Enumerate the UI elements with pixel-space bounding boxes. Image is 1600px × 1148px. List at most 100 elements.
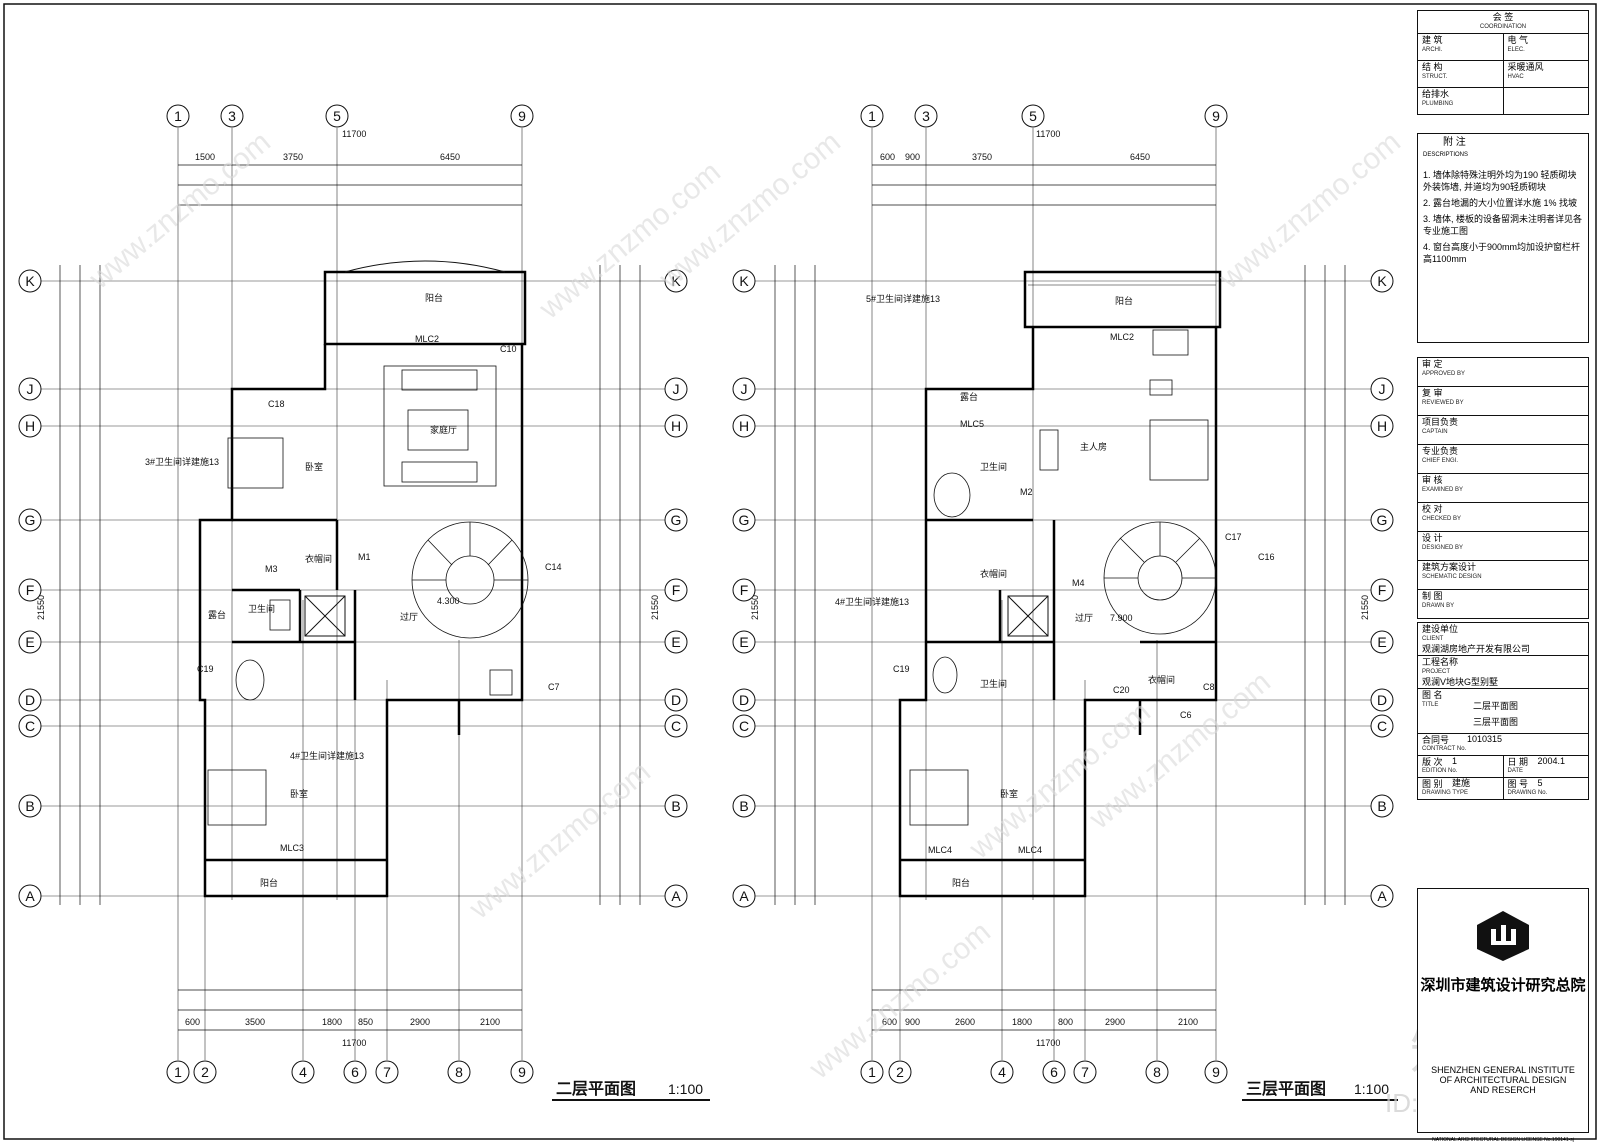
left-row-bubble-r-C-label: C — [671, 718, 681, 734]
left-room-label: 过厅 — [400, 611, 418, 622]
third-floor-plan — [738, 128, 1390, 1060]
right-opening-label: 5#卫生间详建施13 — [866, 293, 940, 304]
date-value: 2004.1 — [1537, 756, 1566, 766]
left-opening-label: 4#卫生间详建施13 — [290, 750, 364, 761]
left-row-bubble-r-G-label: G — [671, 512, 682, 528]
left-row-bubble-r-H — [664, 414, 688, 438]
organization-en-3: AND RESERCH — [1470, 1085, 1536, 1095]
right-opening-label: C19 — [893, 664, 910, 674]
left-row-bubble-l-H — [18, 414, 42, 438]
left-room-label: 家庭厅 — [430, 424, 457, 435]
left-row-bubble-r-D — [664, 688, 688, 712]
approval-label-en: CHIEF ENGI. — [1422, 458, 1459, 464]
right-col-bubble-top-9 — [1204, 104, 1228, 128]
organization-logo — [1477, 911, 1529, 961]
left-row-bubble-l-G-label: G — [25, 512, 36, 528]
left-col-bubble-bottom-4-label: 4 — [299, 1064, 307, 1080]
right-opening-label: C20 — [1113, 685, 1130, 695]
design-license: NATIONAL ARCHITECTURAL DESIGN LICENSE No… — [1432, 1137, 1574, 1143]
left-beds — [207, 437, 284, 826]
right-opening-label: C8 — [1203, 682, 1215, 692]
approval-label: 制 图 — [1422, 591, 1443, 601]
right-bottom-dim: 2600 — [955, 1017, 975, 1027]
right-bottom-dim: 1800 — [1012, 1017, 1032, 1027]
right-col-bubble-top-3 — [914, 104, 938, 128]
right-row-bubble-l-K-label: K — [739, 273, 749, 289]
right-top-dim: 3750 — [972, 152, 992, 162]
left-row-bubble-r-K — [664, 269, 688, 293]
left-col-bubble-bottom-2-label: 2 — [201, 1064, 209, 1080]
right-opening-label: M2 — [1020, 487, 1033, 497]
edition-label-en: EDITION No. — [1422, 768, 1458, 774]
left-total-width-top: 11700 — [342, 129, 366, 139]
right-plan-scale: 1:100 — [1354, 1081, 1389, 1097]
left-bottom-dim: 2100 — [480, 1017, 500, 1027]
approval-label: 复 审 — [1422, 388, 1443, 398]
project-label: 工程名称 — [1422, 657, 1459, 667]
approval-label: 专业负责 — [1422, 446, 1459, 456]
right-walls — [898, 270, 1222, 898]
right-room-label: 卧室 — [1000, 788, 1018, 799]
left-col-bubble-top-1-label: 1 — [174, 108, 182, 124]
left-row-bubble-r-F — [664, 578, 688, 602]
left-row-bubble-l-D — [18, 688, 42, 712]
right-row-bubble-l-C-label: C — [739, 718, 749, 734]
approval-label-en: APPROVED BY — [1422, 371, 1466, 377]
type-label-en: DRAWING TYPE — [1422, 790, 1469, 796]
left-total-depth: 21550 — [36, 595, 46, 620]
left-row-bubble-r-B-label: B — [671, 798, 680, 814]
sign-cell: 给排水 PLUMBING — [1418, 88, 1504, 114]
right-row-bubble-r-K-label: K — [1377, 273, 1387, 289]
sign-label: 结 构 — [1422, 62, 1443, 72]
right-col-bubble-top-9-label: 9 — [1212, 108, 1220, 124]
left-opening-label: C10 — [500, 344, 517, 354]
project-label-en: PROJECT — [1422, 669, 1451, 675]
left-total-depth-right: 21550 — [650, 595, 660, 620]
right-row-bubble-l-H-label: H — [739, 418, 749, 434]
sign-label: 给排水 — [1422, 89, 1450, 99]
left-col-bubble-top-5 — [325, 104, 349, 128]
left-row-bubble-l-J — [18, 377, 42, 401]
left-row-bubble-r-H-label: H — [671, 418, 681, 434]
right-opening-label: C6 — [1180, 710, 1192, 720]
right-row-bubble-r-E-label: E — [1377, 634, 1386, 650]
right-row-bubble-l-F-label: F — [740, 582, 749, 598]
left-col-bubble-bottom-1 — [166, 1060, 190, 1084]
left-col-bubble-top-9-label: 9 — [518, 108, 526, 124]
left-row-bubble-l-A-label: A — [25, 888, 35, 904]
left-col-bubble-top-3-label: 3 — [228, 108, 236, 124]
sign-label: 建 筑 — [1422, 35, 1443, 45]
left-col-bubble-bottom-6 — [343, 1060, 367, 1084]
second-floor-plan — [40, 128, 665, 1060]
right-room-label: 衣帽间 — [1148, 674, 1175, 685]
left-bottom-dim: 1800 — [322, 1017, 342, 1027]
left-row-bubble-l-C — [18, 714, 42, 738]
left-col-bubble-bottom-6-label: 6 — [351, 1064, 359, 1080]
right-row-bubble-r-E — [1370, 630, 1394, 654]
right-row-bubble-l-E-label: E — [739, 634, 748, 650]
right-col-bubble-top-1-label: 1 — [868, 108, 876, 124]
right-col-bubble-bottom-6 — [1042, 1060, 1066, 1084]
right-row-bubble-l-E — [732, 630, 756, 654]
left-bottom-dim: 2900 — [410, 1017, 430, 1027]
contract-value: 1010315 — [1467, 734, 1503, 744]
right-plan-title-text: 三层平面图 — [1246, 1080, 1326, 1098]
sign-label-en: PLUMBING — [1422, 101, 1454, 107]
right-row-bubble-r-B-label: B — [1377, 798, 1386, 814]
right-col-bubble-top-3-label: 3 — [922, 108, 930, 124]
sign-label-en: STRUCT. — [1422, 74, 1448, 80]
approval-label: 审 核 — [1422, 475, 1443, 485]
right-row-bubble-l-F — [732, 578, 756, 602]
left-col-bubble-bottom-4 — [291, 1060, 315, 1084]
left-row-bubble-r-E-label: E — [671, 634, 680, 650]
right-room-label: 卫生间 — [980, 678, 1007, 689]
right-opening-label: MLC4 — [1018, 845, 1042, 855]
approval-label-en: REVIEWED BY — [1422, 400, 1464, 406]
